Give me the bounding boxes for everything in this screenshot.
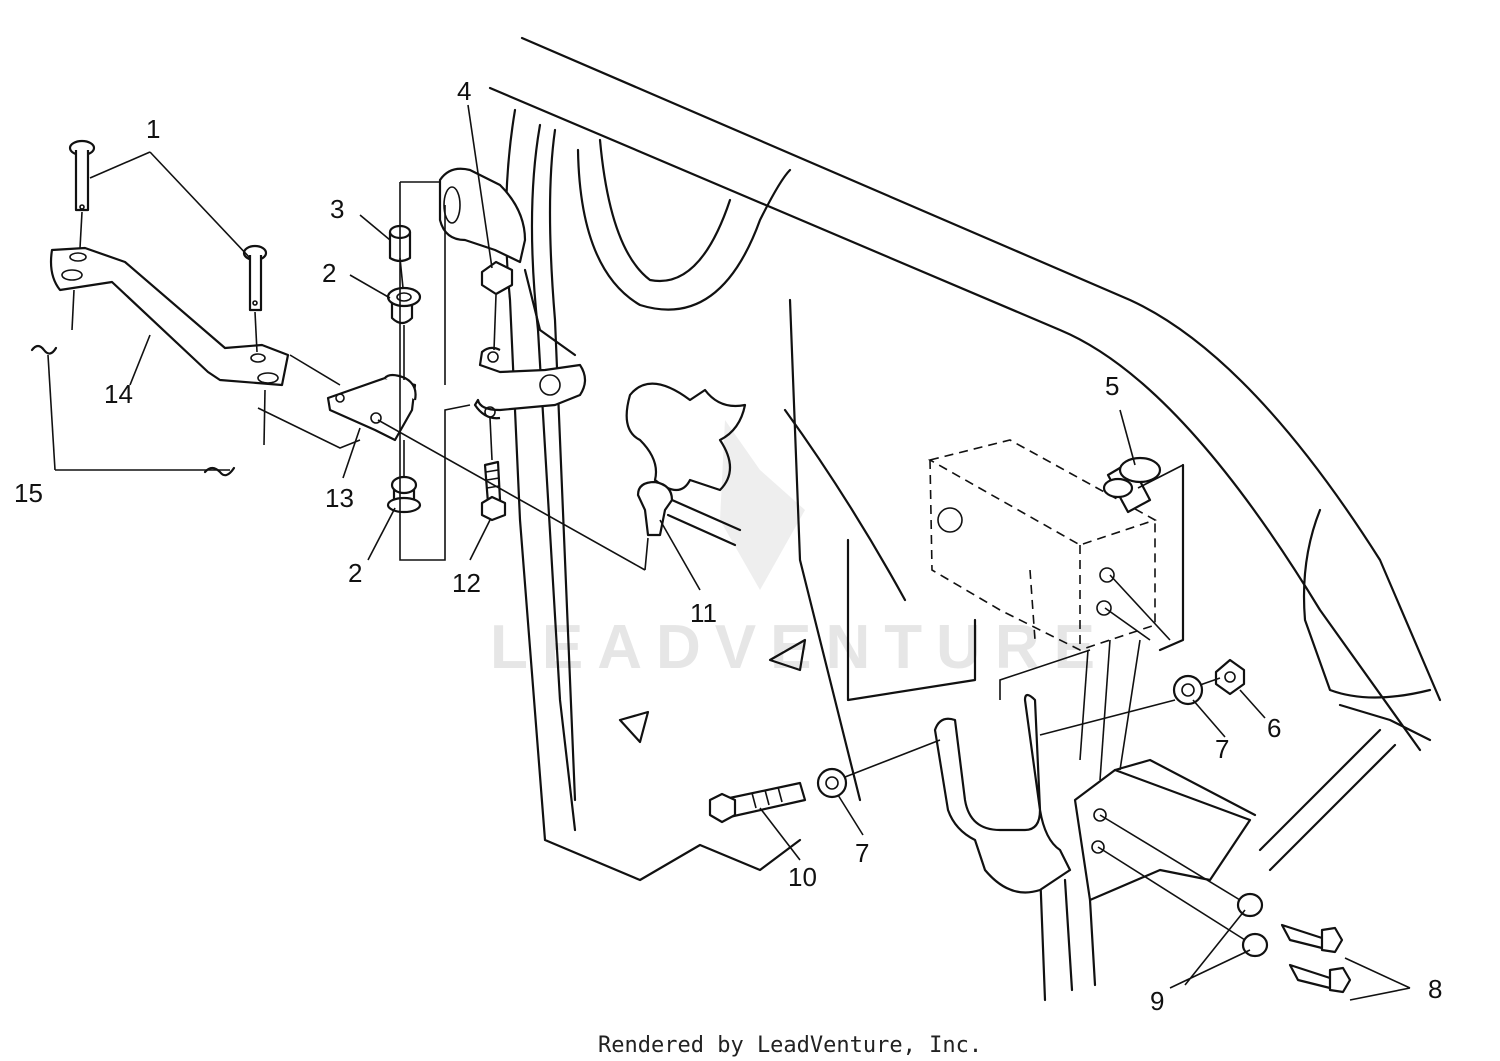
callout-2-upper: 2 — [322, 258, 336, 288]
bolt-12 — [480, 460, 507, 522]
bracket-assembly — [708, 439, 1352, 994]
rod-14 — [49, 246, 290, 387]
callout-6: 6 — [1267, 713, 1281, 743]
callout-7-upper: 7 — [1215, 734, 1229, 764]
bushing-2-upper — [386, 286, 422, 325]
washer-7-upper — [1172, 674, 1204, 706]
callout-3: 3 — [330, 194, 344, 224]
washers-9 — [1236, 892, 1269, 958]
pin-1-right — [242, 244, 268, 312]
pin-1-left — [68, 139, 96, 212]
callout-14: 14 — [104, 379, 133, 409]
washer-7-lower — [816, 767, 848, 799]
callout-13: 13 — [325, 483, 354, 513]
nut-6 — [1214, 658, 1246, 696]
cotter-pins-15 — [30, 344, 236, 477]
callout-8: 8 — [1428, 974, 1442, 1004]
callout-7-lower: 7 — [855, 838, 869, 868]
callout-15: 15 — [14, 478, 43, 508]
bolt-10 — [708, 781, 807, 824]
bolts-8 — [1280, 923, 1352, 994]
callout-11: 11 — [690, 598, 717, 628]
watermark-text: LEADVENTURE — [490, 613, 1109, 682]
callout-5: 5 — [1105, 371, 1119, 401]
callout-4: 4 — [457, 76, 471, 106]
frame-outline — [488, 36, 1442, 1002]
rod-assembly — [30, 139, 361, 477]
callout-12: 12 — [452, 568, 481, 598]
bracket-13 — [326, 373, 417, 442]
leader-lines — [47, 104, 1411, 1001]
footer-credit: Rendered by LeadVenture, Inc. — [598, 1033, 982, 1058]
callout-labels: 1 2 2 3 4 5 6 7 7 8 9 10 11 12 13 14 15 — [14, 76, 1442, 1016]
bushing-2-lower — [386, 475, 422, 514]
hinge-assembly — [326, 167, 742, 571]
callout-2-lower: 2 — [348, 558, 362, 588]
callout-9: 9 — [1150, 986, 1164, 1016]
nut-4 — [480, 260, 514, 296]
callout-1: 1 — [146, 114, 160, 144]
watermark-logo: LEADVENTURE — [490, 420, 1109, 682]
sleeve-5 — [1102, 456, 1162, 514]
fitting-11 — [636, 480, 742, 547]
callout-10: 10 — [788, 862, 817, 892]
